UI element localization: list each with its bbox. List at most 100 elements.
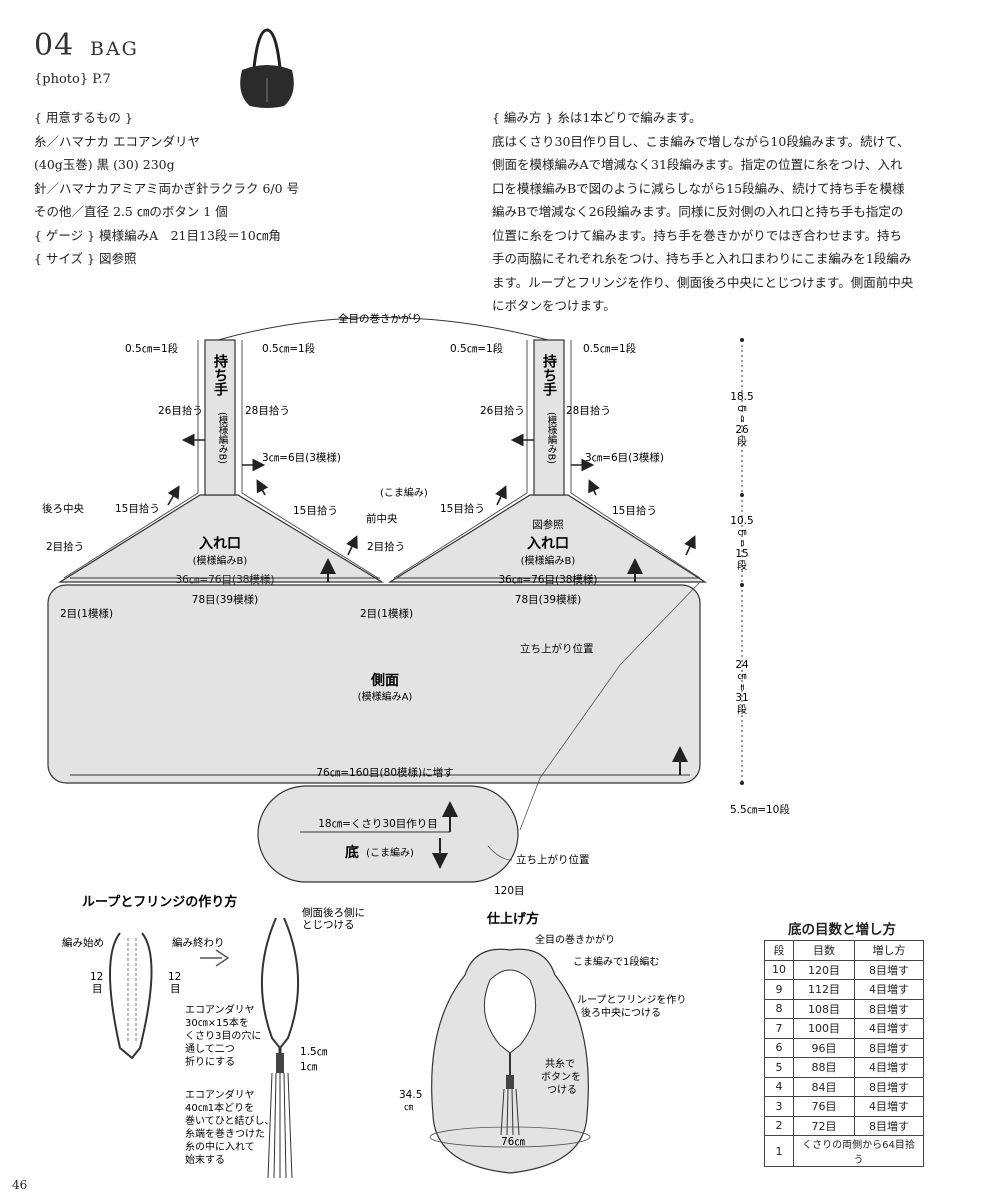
table-header: 目数 — [793, 940, 855, 961]
increase-table-title: 底の目数と増し方 — [788, 922, 896, 938]
instruction-line: 編みBで増減なく26段編みます。同様に反対側の入れ口と持ち手も指定の — [492, 204, 904, 219]
three-cm-label: 3㎝=6目(3模様) — [262, 451, 341, 464]
table-cell: 100目 — [793, 1018, 855, 1039]
materials-line: { ゲージ } 模様編みA 21目13段＝10㎝角 — [34, 227, 281, 243]
eco-note-2: 巻いてひと結びし、 — [185, 1114, 274, 1127]
pick-15-label: 15目拾う — [612, 504, 657, 517]
eco-note-2: 始末する — [185, 1153, 225, 1166]
loop-start-label: 編み始め — [62, 936, 104, 949]
materials-line: 針／ハマナカアミアミ両かぎ針ラクラク 6/0 号 — [34, 180, 300, 196]
table-cell: 4目増す — [854, 1057, 924, 1078]
sc-note-label: (こま編み) — [380, 486, 428, 499]
table-cell: 2 — [764, 1115, 794, 1136]
pick-26-label: 26目拾う — [158, 404, 203, 417]
dan-unit: 段 — [737, 703, 747, 716]
pick-28-label: 28目拾う — [566, 404, 611, 417]
twelve-label: 12 — [168, 971, 181, 983]
st-2-label: 2目(1模様) — [60, 607, 113, 620]
table-header: 段 — [764, 940, 794, 961]
handle-right-label: 持ち手 — [541, 353, 557, 397]
finish-button-label: ボタンを — [541, 1071, 581, 1083]
handle-left-shape — [204, 339, 236, 496]
eco-note-2: 糸端を巻きつけた — [185, 1127, 265, 1140]
pattern-title: BAG — [90, 38, 139, 60]
front-center-label: 前中央 — [366, 512, 398, 525]
stitch-unit: 目 — [170, 983, 181, 995]
table-cell: 120目 — [793, 959, 855, 980]
height-185-label: 18.5 — [730, 391, 753, 403]
bag-schematic: 全目の巻きかがり 0.5㎝=1段 0.5㎝=1段 0.5㎝=1段 0.5㎝=1段… — [42, 312, 790, 897]
rows-31: 31 — [735, 692, 748, 704]
dan-unit: 段 — [737, 559, 747, 572]
eco-note-1: エコアンダリヤ — [185, 1003, 255, 1016]
loop-title: ループとフリンジの作り方 — [82, 894, 237, 910]
width-76-label: 76㎝=160目(80模様)に増す — [316, 766, 453, 779]
table-cell: 76目 — [793, 1096, 855, 1117]
table-cell: 8目増す — [854, 998, 924, 1019]
dim-1: 1㎝ — [300, 1061, 318, 1073]
page-number: 46 — [12, 1178, 28, 1192]
photo-reference: {photo} P.7 — [34, 72, 111, 87]
instruction-line: 底はくさり30目作り目し、こま編みで増しながら10段編みます。続けて、 — [492, 133, 910, 149]
finishing-diagram: 仕上げ方 全目の巻きかがり こま編みで1段編む ループとフリンジを作り 後ろ中央… — [399, 911, 686, 1174]
table-cell: 5 — [764, 1057, 794, 1078]
half-cm-label: 0.5㎝=1段 — [583, 342, 637, 355]
table-cell: 1 — [764, 1135, 794, 1167]
side-panel-shape — [47, 584, 701, 784]
opening-right-label: 入れ口 — [527, 536, 569, 552]
instruction-line: 手の両脇にそれぞれ糸をつけ、持ち手と入れ口まわりにこま編みを1段編み — [492, 251, 912, 266]
dan-unit: 段 — [737, 435, 747, 448]
table-cell: 4 — [764, 1076, 794, 1097]
pick-26-label: 26目拾う — [480, 404, 525, 417]
opening-pattern-label: (模様編みB) — [521, 554, 576, 567]
eco-note-1: くさり3目の穴に — [185, 1029, 261, 1042]
opening-left-label: 入れ口 — [199, 536, 241, 552]
handle-pattern-label: (模様編みB) — [546, 412, 558, 464]
pick-28-label: 28目拾う — [245, 404, 290, 417]
instruction-line: { 編み方 } 糸は1本どりで編みます。 — [492, 110, 702, 125]
table-cell: 8 — [764, 998, 794, 1019]
materials-line: { サイズ } 図参照 — [34, 251, 137, 266]
side-pattern-label: (模様編みA) — [358, 690, 413, 703]
pick-2-label: 2目拾う — [367, 540, 405, 553]
sew-note: 側面後ろ側に — [302, 906, 365, 919]
height-55-label: 5.5㎝=10段 — [730, 803, 790, 816]
finish-button-label: 共糸で — [545, 1058, 575, 1070]
table-cell: 6 — [764, 1037, 794, 1058]
handle-right-shape — [533, 339, 565, 496]
handle-pattern-label: (模様編みB) — [217, 412, 229, 464]
materials-line: 糸／ハマナカ エコアンダリヤ — [34, 133, 200, 149]
opening-right-shape — [387, 494, 708, 583]
instruction-line: 側面を模様編みAで増減なく31段編みます。指定の位置に糸をつけ、入れ — [492, 157, 903, 172]
materials-list: { 用意するもの } 糸／ハマナカ エコアンダリヤ (40g玉巻) 黒 (30)… — [34, 106, 334, 271]
finish-cm-unit: ㎝ — [404, 1103, 413, 1113]
table-header-row: 段 目数 増し方 — [764, 940, 924, 961]
equal-mark: ॥ — [739, 415, 744, 425]
pick-15-label: 15目拾う — [115, 502, 160, 515]
finish-join-label: 全目の巻きかがり — [535, 933, 615, 946]
finish-loop-label: 後ろ中央につける — [581, 1006, 661, 1019]
three-cm-label: 3㎝=6目(3模様) — [585, 451, 664, 464]
instruction-line: 口を模様編みBで図のように減らしながら15段編み、続けて持ち手を模様 — [492, 180, 905, 196]
opening-left-shape — [57, 494, 385, 583]
knitting-instructions: { 編み方 } 糸は1本どりで編みます。 底はくさり30目作り目し、こま編みで増… — [492, 106, 952, 318]
bag-photo-thumbnail — [240, 28, 294, 108]
width-36-label: 36㎝=76目(38模様) — [498, 573, 597, 586]
side-label: 側面 — [370, 672, 399, 689]
st-78-label: 78目(39模様) — [515, 593, 581, 606]
table-cell: 112目 — [793, 979, 855, 1000]
eco-note-1: 30㎝×15本を — [185, 1016, 249, 1029]
finish-title: 仕上げ方 — [486, 911, 539, 927]
finish-width-label: 76㎝ — [501, 1136, 525, 1148]
twelve-label: 12 — [90, 971, 103, 983]
handle-left-label: 持ち手 — [212, 353, 228, 397]
table-cell: 4目増す — [854, 1096, 924, 1117]
sew-note: とじつける — [302, 919, 355, 931]
pick-15-label: 15目拾う — [293, 504, 338, 517]
bottom-label: 底 — [345, 844, 359, 861]
table-cell: 9 — [764, 979, 794, 1000]
instruction-line: 位置に糸をつけて編みます。持ち手を巻きかがりではぎ合わせます。持ち — [492, 227, 903, 243]
rise-position-label: 立ち上がり位置 — [520, 642, 594, 655]
